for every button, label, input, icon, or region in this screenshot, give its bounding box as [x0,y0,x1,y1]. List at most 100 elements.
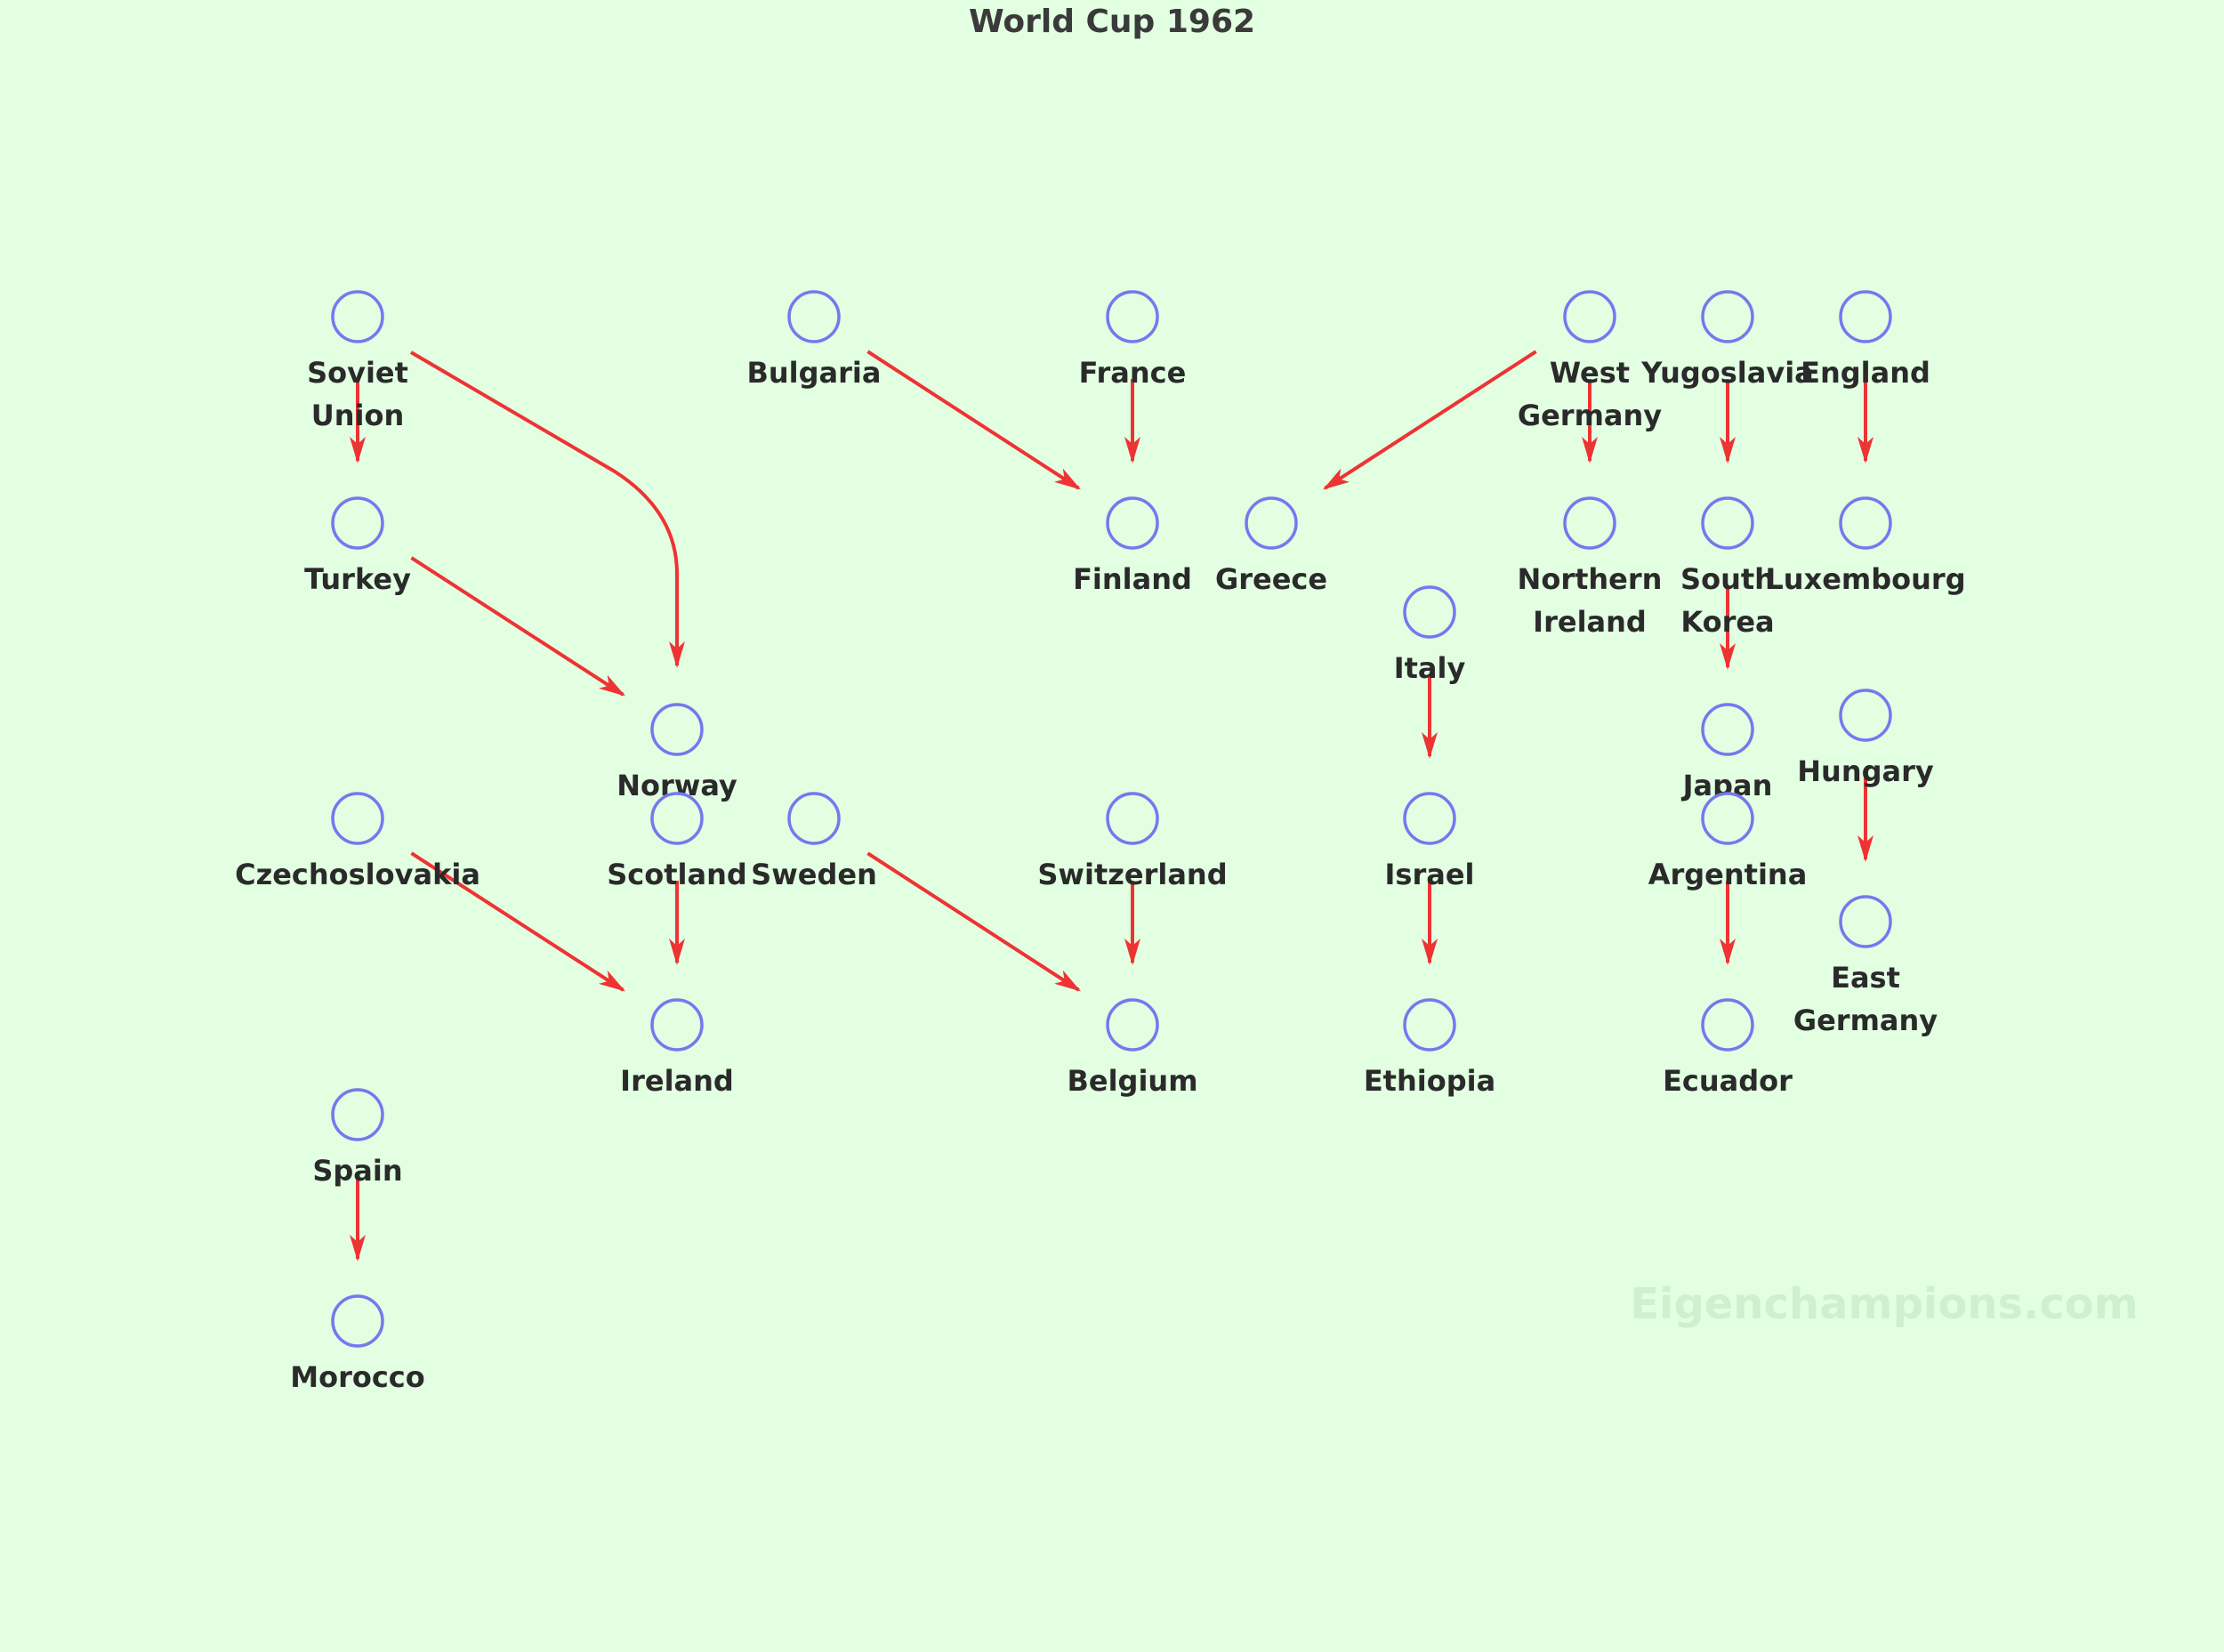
node-luxembourg: Luxembourg [1765,496,1966,596]
node-label: Switzerland [1037,858,1227,891]
node-circle [331,1088,384,1141]
node-label: South [1680,562,1775,596]
node-circle [1403,585,1456,639]
node-circle [1701,998,1754,1052]
node-label: Luxembourg [1765,562,1965,596]
node-circle [1106,792,1159,845]
node-label: Bulgaria [747,356,882,390]
node-circle [1701,496,1754,550]
node-circle [787,792,841,845]
node-label: Ireland [620,1064,734,1098]
node-label: Soviet [307,356,408,390]
node-italy: Italy [1394,585,1466,685]
node-turkey: Turkey [304,496,411,596]
node-label: Korea [1680,605,1774,639]
edge-czechoslovakia-to-ireland [410,851,626,992]
node-circle [650,998,704,1052]
node-label: Germany [1793,1003,1938,1037]
node-label: West [1550,356,1630,390]
node-circle [650,703,704,756]
node-label: Spain [312,1154,402,1188]
node-spain: Spain [312,1088,403,1188]
watermark: Eigenchampions.com [1630,1279,2139,1329]
node-ireland: Ireland [620,998,734,1098]
node-sweden: Sweden [751,792,877,891]
node-norway: Norway [616,703,737,802]
node-circle [1563,290,1616,343]
edge-sweden-to-belgium [866,851,1082,992]
node-scotland: Scotland [607,792,747,891]
node-label: Italy [1394,651,1466,685]
node-circle [1839,290,1892,343]
node-label: Scotland [607,858,747,891]
node-circle [1403,998,1456,1052]
node-label: Yugoslavia [1640,356,1814,390]
edge-west-germany-to-greece [1322,350,1537,490]
node-circle [1106,496,1159,550]
node-circle [1563,496,1616,550]
node-label: Turkey [304,562,411,596]
node-label: Northern [1518,562,1663,596]
node-circle [331,290,384,343]
node-belgium: Belgium [1067,998,1198,1098]
node-switzerland: Switzerland [1037,792,1228,891]
node-ethiopia: Ethiopia [1364,998,1495,1098]
node-label: England [1801,356,1930,390]
node-circle [1701,703,1754,756]
node-france: France [1079,290,1187,390]
node-label: Ethiopia [1364,1064,1495,1098]
node-argentina: Argentina [1648,792,1808,891]
node-label: Sweden [751,858,877,891]
node-circle [1701,290,1754,343]
node-label: Union [311,399,405,432]
node-label: Argentina [1648,858,1808,891]
edge-soviet-union-to-norway [409,351,685,668]
edge-bulgaria-to-finland [866,350,1082,490]
node-circle [650,792,704,845]
node-circle [1403,792,1456,845]
node-label: Israel [1385,858,1475,891]
node-japan: Japan [1681,703,1772,802]
node-bulgaria: Bulgaria [747,290,882,390]
node-hungary: Hungary [1797,689,1934,788]
node-circle [1839,689,1892,742]
node-label: France [1079,356,1187,390]
node-circle [1106,998,1159,1052]
node-label: Ireland [1533,605,1647,639]
node-circle [1245,496,1298,550]
node-circle [1106,290,1159,343]
node-label: Morocco [290,1360,425,1394]
node-circle [331,1294,384,1348]
node-circle [331,792,384,845]
node-label: Czechoslovakia [235,858,480,891]
node-israel: Israel [1385,792,1475,891]
node-label: Hungary [1797,754,1934,788]
node-yugoslavia: Yugoslavia [1640,290,1814,390]
diagram-title: World Cup 1962 [969,4,1255,40]
node-morocco: Morocco [290,1294,425,1394]
node-label: Finland [1073,562,1192,596]
node-czechoslovakia: Czechoslovakia [235,792,480,891]
node-label: Ecuador [1663,1064,1793,1098]
node-ecuador: Ecuador [1663,998,1793,1098]
node-circle [331,496,384,550]
node-label: East [1831,961,1900,995]
node-circle [1701,792,1754,845]
node-circle [1839,496,1892,550]
node-finland: Finland [1073,496,1192,596]
edge-turkey-to-norway [410,556,626,697]
edges-layer [350,350,1873,1261]
node-label: Germany [1518,399,1662,432]
node-circle [1839,895,1892,948]
node-label: Greece [1215,562,1327,596]
node-label: Belgium [1067,1064,1197,1098]
node-circle [787,290,841,343]
